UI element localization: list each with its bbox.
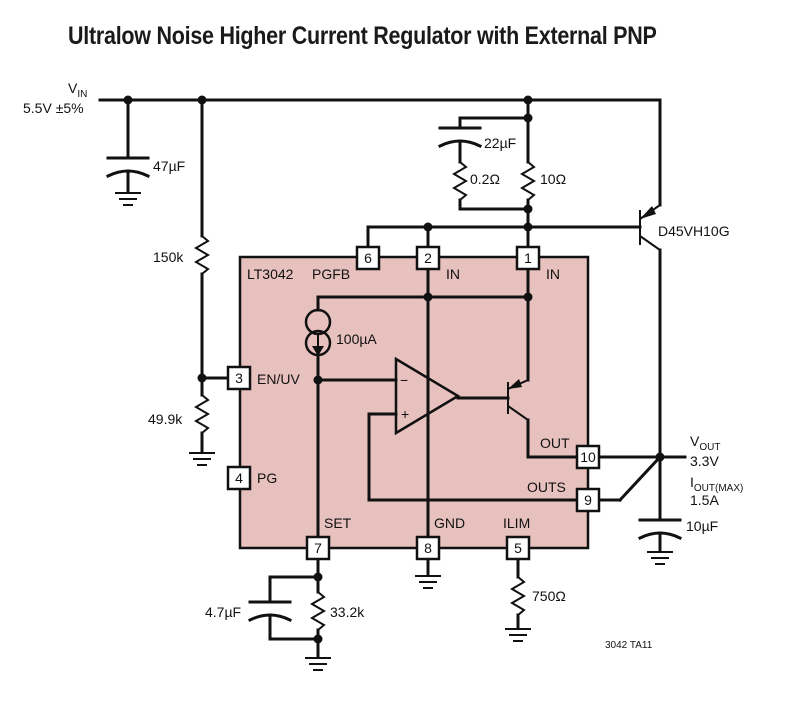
svg-text:10: 10: [580, 449, 596, 465]
pin-3: 3: [226, 365, 252, 391]
pin-9: 9: [575, 487, 601, 513]
outs-feedback: [367, 412, 579, 502]
pin-4: 4: [226, 465, 252, 491]
divider-resistors: [189, 98, 230, 466]
iout-label: IOUT(MAX): [690, 474, 743, 494]
error-amplifier: [316, 356, 510, 436]
junction: [523, 204, 533, 214]
svg-text:7: 7: [314, 540, 322, 556]
ilim-resistor: [505, 558, 531, 642]
outs-sense-wire: [617, 454, 663, 503]
vin-value: 5.5V ±5%: [23, 100, 84, 116]
pin-7-name: SET: [324, 515, 352, 531]
ic-body: [238, 255, 590, 550]
figure-id: 3042 TA11: [605, 640, 653, 651]
pin-4-name: PG: [257, 470, 277, 486]
svg-text:3: 3: [235, 370, 243, 386]
pin-3-name: EN/UV: [257, 371, 300, 387]
r-top-label: 150k: [153, 249, 184, 265]
diagram-title: Ultralow Noise Higher Current Regulator …: [68, 22, 657, 50]
pin-2-name: IN: [446, 266, 460, 282]
r-sense-label: 10Ω: [540, 171, 566, 187]
pin-5: 5: [505, 535, 531, 561]
svg-text:1: 1: [524, 250, 532, 266]
junction: [423, 292, 433, 302]
junction: [523, 292, 533, 302]
pin-1: 1: [515, 245, 541, 271]
pin-8-name: GND: [434, 515, 465, 531]
r-set-label: 33.2k: [330, 604, 365, 620]
vin-label: VIN: [68, 80, 87, 100]
gnd-pin-ground: [415, 558, 441, 589]
junction: [313, 572, 323, 582]
junction: [655, 452, 665, 462]
output-capacitor: [637, 518, 683, 565]
junction: [313, 634, 323, 644]
current-source: [304, 295, 332, 539]
pass-transistor: [507, 379, 579, 459]
svg-text:9: 9: [584, 492, 592, 508]
svg-text:4: 4: [235, 470, 243, 486]
opamp-minus: −: [400, 372, 408, 388]
c-out-label: 10µF: [686, 518, 718, 534]
pin-6: 6: [355, 245, 381, 271]
pnp-transistor: [526, 204, 662, 522]
svg-text:2: 2: [424, 250, 432, 266]
r-bottom-label: 49.9k: [148, 411, 183, 427]
bypass-network: [437, 98, 536, 249]
r-ilim-label: 750Ω: [532, 588, 566, 604]
current-source-label: 100µA: [336, 331, 377, 347]
opamp-plus: +: [401, 406, 409, 422]
svg-text:8: 8: [424, 540, 432, 556]
svg-text:6: 6: [364, 250, 372, 266]
iout-value: 1.5A: [690, 492, 719, 508]
input-capacitor: [105, 98, 151, 206]
pin-2: 2: [415, 245, 441, 271]
junction: [197, 373, 207, 383]
svg-text:5: 5: [514, 540, 522, 556]
pin-7: 7: [305, 535, 331, 561]
junction: [423, 222, 433, 232]
c-in-label: 47µF: [153, 158, 185, 174]
vout-value: 3.3V: [690, 453, 719, 469]
pin-10-name: OUT: [540, 435, 570, 451]
pin-1-name: IN: [546, 266, 560, 282]
pin-5-name: ILIM: [503, 515, 530, 531]
pin-9-name: OUTS: [527, 479, 566, 495]
pin-10: 10: [575, 444, 601, 470]
pin-8: 8: [415, 535, 441, 561]
ic-name: LT3042: [247, 266, 294, 282]
c-bypass-label: 22µF: [484, 135, 516, 151]
r-esr-label: 0.2Ω: [470, 171, 500, 187]
vout-label: VOUT: [690, 433, 720, 453]
junction: [523, 113, 533, 123]
pin-6-name: PGFB: [312, 266, 350, 282]
transistor-label: D45VH10G: [658, 223, 730, 239]
c-set-label: 4.7µF: [205, 604, 241, 620]
